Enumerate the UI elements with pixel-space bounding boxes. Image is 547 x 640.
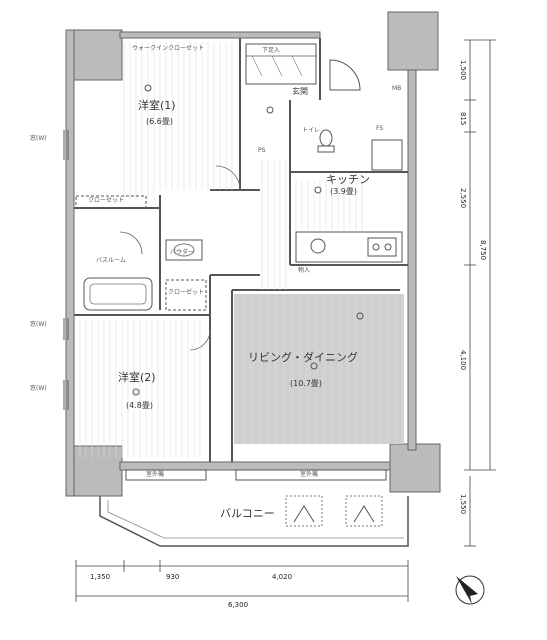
entrance-door	[329, 59, 361, 91]
window-left-bot-label: 窓(W)	[30, 385, 47, 392]
entrance-label: 玄関	[292, 87, 308, 96]
living-dining-floor	[234, 294, 404, 444]
pantry-label: PS	[258, 147, 266, 154]
closet1-label: クローゼット	[88, 197, 125, 204]
balcony-unit-right-label: 室外機	[300, 471, 319, 478]
sliding-window-bed2	[125, 469, 207, 481]
toilet-fixture	[319, 129, 333, 147]
kitchen-mats: (3.9畳)	[330, 187, 357, 196]
shoe-box	[245, 43, 317, 85]
dim-right-3: 2,550	[459, 188, 467, 209]
dim-right-balcony: 1,550	[459, 494, 467, 515]
outer-walls	[65, 11, 441, 497]
walk-in-closet-label: ウォークインクローゼット	[132, 45, 205, 52]
dim-right-total: 8,750	[479, 240, 487, 261]
closet-small-label: 物入	[298, 267, 311, 274]
dim-bottom-2: 930	[166, 573, 180, 581]
bedroom1-label: 洋室(1)	[138, 99, 176, 112]
corridor-hatch	[261, 160, 363, 290]
closet-bed1	[75, 195, 147, 209]
powder-room-label: パウダー	[170, 249, 195, 256]
floor-hatch-bedroom2	[79, 320, 201, 458]
dim-right-1: 1,500	[459, 60, 467, 81]
ceiling-lights	[132, 84, 364, 396]
door-bedroom2	[189, 329, 211, 351]
dim-bottom-1: 1,350	[90, 573, 111, 581]
window-left-top-label: 窓(W)	[30, 135, 47, 142]
closet-bed2	[165, 279, 207, 311]
window-left-mid-label: 窓(W)	[30, 321, 47, 328]
windows-left	[63, 130, 69, 410]
bathtub	[83, 277, 153, 311]
toilet-label: トイレ	[302, 127, 321, 134]
living-dining-mats: (10.7畳)	[290, 379, 323, 388]
bedroom1-mats: (6.6畳)	[146, 117, 173, 126]
balcony-unit-left	[285, 495, 323, 527]
fridge-space	[371, 139, 403, 171]
closet2-label: クローゼット	[168, 289, 205, 296]
bedroom2-label: 洋室(2)	[118, 371, 156, 384]
kitchen-label: キッチン	[326, 173, 370, 186]
dim-right-2: 815	[459, 112, 467, 126]
mb-label: MB	[392, 85, 402, 92]
fs-label: FS	[376, 125, 384, 132]
sliding-window-living	[235, 469, 387, 481]
living-dining-label: リビング・ダイニング	[248, 351, 358, 364]
bedroom2-mats: (4.8畳)	[126, 401, 153, 410]
balcony-outline	[99, 496, 409, 547]
dim-bottom-3: 4,020	[272, 573, 293, 581]
shoe-box-label: 下足入	[262, 47, 281, 54]
dim-right-lower: 4,100	[459, 350, 467, 371]
floor-hatch-bedroom1	[123, 42, 233, 200]
door-bathroom	[119, 231, 143, 255]
living-dining-hatch	[239, 294, 401, 444]
door-bedroom1	[215, 165, 241, 191]
kitchen-counter	[295, 231, 403, 263]
dimension-lines	[75, 39, 496, 602]
balcony-unit-right	[345, 495, 383, 527]
balcony-unit-left-label: 室外機	[146, 471, 165, 478]
washbasin	[165, 239, 203, 261]
north-arrow	[455, 575, 485, 605]
dim-bottom-total: 6,300	[228, 601, 249, 609]
bathroom-label: バスルーム	[96, 257, 126, 264]
balcony-label: バルコニー	[220, 507, 275, 520]
